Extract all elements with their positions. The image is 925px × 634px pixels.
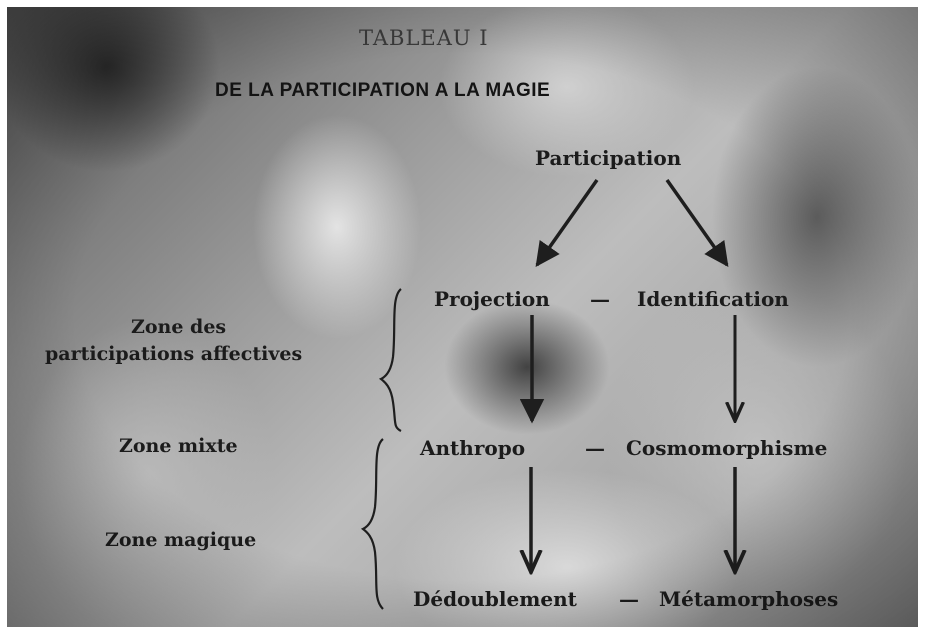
arrow-participation-to-identification xyxy=(667,180,727,265)
diagram-connectors xyxy=(7,7,918,627)
arrow-participation-to-projection xyxy=(537,180,597,265)
brace-mixed-magic-zone xyxy=(363,439,383,609)
brace-affective-zone xyxy=(381,289,401,431)
photo-background: TABLEAU I DE LA PARTICIPATION A LA MAGIE… xyxy=(7,7,918,627)
